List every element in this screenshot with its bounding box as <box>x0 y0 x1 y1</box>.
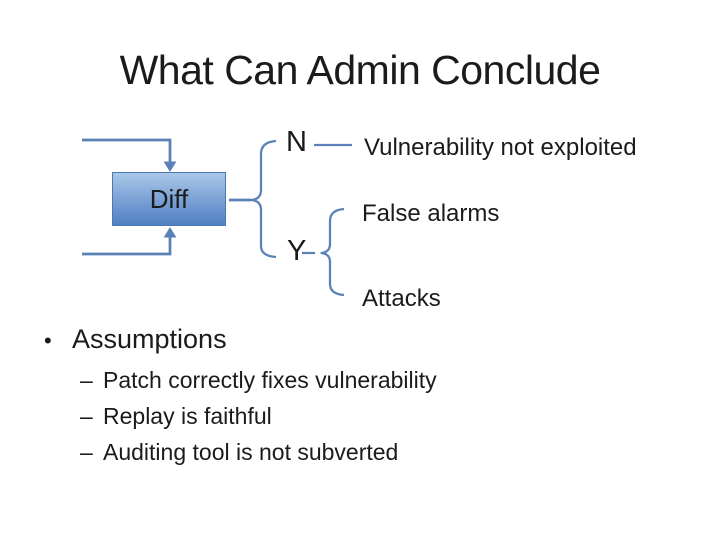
input-line-bottom <box>82 237 172 256</box>
sub-bullet-item: – Replay is faithful <box>80 398 437 434</box>
outcome-not-exploited: Vulnerability not exploited <box>364 134 637 161</box>
bullet-item-assumptions: • Assumptions <box>44 324 227 355</box>
branch-no-label: N <box>286 126 307 158</box>
bullet-item-label: Assumptions <box>72 324 227 354</box>
slide-title: What Can Admin Conclude <box>119 47 601 93</box>
sub-bullet-item: – Auditing tool is not subverted <box>80 434 437 470</box>
dash-marker: – <box>80 402 93 429</box>
sub-bullet-text: Replay is faithful <box>103 402 272 429</box>
curly-brace-yes-icon <box>320 207 345 297</box>
diff-box-label: Diff <box>149 183 189 214</box>
arrow-down-icon <box>163 161 177 172</box>
curly-brace-main-icon <box>250 139 277 259</box>
outcome-attacks: Attacks <box>362 285 441 312</box>
dash-marker: – <box>80 438 93 465</box>
bullet-marker: • <box>44 328 52 353</box>
sub-bullet-item: – Patch correctly fixes vulnerability <box>80 362 437 398</box>
sub-bullet-list: – Patch correctly fixes vulnerability – … <box>80 362 437 470</box>
branch-yes-label: Y <box>287 235 307 267</box>
arrow-up-icon <box>163 227 177 238</box>
dash-marker: – <box>80 366 93 393</box>
input-line-top <box>82 138 172 162</box>
sub-bullet-text: Patch correctly fixes vulnerability <box>103 366 437 393</box>
diff-box: Diff <box>112 172 226 226</box>
outcome-false-alarms: False alarms <box>362 200 500 227</box>
sub-bullet-text: Auditing tool is not subverted <box>103 438 399 465</box>
